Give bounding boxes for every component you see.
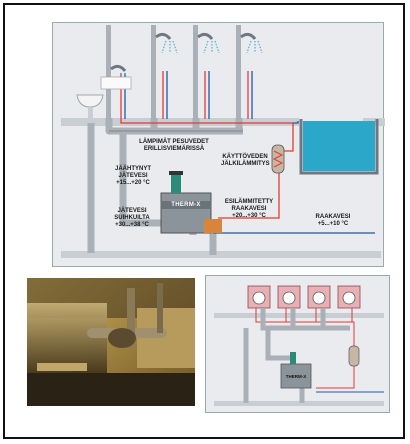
label-preheated-water: ESILÄMMITETTY RAAKAVESI +20...+30 °C xyxy=(224,199,274,219)
schematic-drawing xyxy=(214,285,384,406)
floor-slab xyxy=(61,118,299,126)
therm-x-unit xyxy=(160,171,222,234)
installation-photo xyxy=(27,278,195,406)
schematic-unit-label: THERM-X xyxy=(285,374,307,379)
label-boiler: KÄYTTÖVEDEN JÄLKILÄMMITYS xyxy=(221,154,270,167)
main-diagram-panel: THERM-X LÄMPIMÄT PESUVEDET ERILLISVIEMÄR… xyxy=(52,22,385,267)
shower-pipes xyxy=(106,25,253,119)
sink-icon xyxy=(76,76,132,118)
therm-x-unit xyxy=(280,352,312,389)
shower-head-icon xyxy=(110,32,263,84)
label-hot-waste-water: JÄTEVESI SUIHKUILTA +30...+38 °C xyxy=(114,208,150,228)
label-cooled-waste-water: JÄÄHTYNYT JÄTEVESI +15...+20 °C xyxy=(114,166,151,186)
washing-machine-icon xyxy=(247,285,361,309)
boiler-icon xyxy=(348,345,360,367)
water-tank xyxy=(303,121,375,171)
label-raw-water: RAAKAVESI +5...+10 °C xyxy=(315,214,351,227)
photo-drawing xyxy=(27,278,195,406)
label-warm-wash-water: LÄMPIMÄT PESUVEDET ERILLISVIEMÄRISSÄ xyxy=(139,139,209,152)
therm-x-brand-label: THERM-X xyxy=(171,202,201,208)
main-diagram-drawing xyxy=(61,25,385,258)
schematic-panel: THERM-X xyxy=(205,275,390,413)
boiler-icon xyxy=(271,144,285,174)
